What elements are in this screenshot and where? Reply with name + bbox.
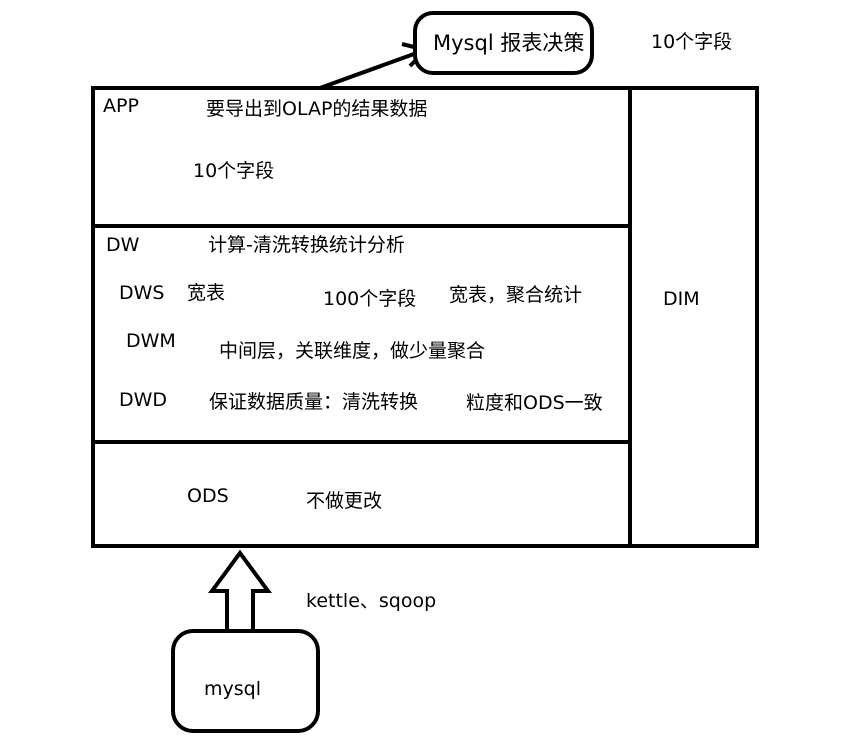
dwm-layer-desc: 中间层，关联维度，做少量聚合 bbox=[219, 340, 486, 362]
source-box bbox=[171, 629, 320, 733]
ods-layer-desc: 不做更改 bbox=[306, 490, 383, 512]
dws-layer-note: 宽表，聚合统计 bbox=[449, 284, 583, 306]
source-tools-label: kettle、sqoop bbox=[306, 590, 437, 612]
dwd-layer-name: DWD bbox=[119, 389, 168, 411]
dws-layer-fields: 100个字段 bbox=[323, 288, 417, 310]
source-to-ods-arrow bbox=[208, 549, 272, 633]
app-to-report-arrow bbox=[319, 48, 426, 90]
dws-layer-name: DWS bbox=[119, 282, 165, 304]
app-layer-fields: 10个字段 bbox=[193, 160, 275, 182]
report-box bbox=[413, 11, 594, 75]
dw-layer-desc: 计算-清洗转换统计分析 bbox=[208, 234, 405, 256]
warehouse-outer-frame bbox=[91, 86, 759, 548]
ods-layer-name: ODS bbox=[187, 485, 229, 507]
dw-layer-name: DW bbox=[106, 234, 140, 256]
dws-layer-desc: 宽表 bbox=[187, 282, 226, 304]
report-box-label: Mysql 报表决策 bbox=[433, 31, 585, 55]
source-box-label: mysql bbox=[204, 678, 261, 700]
dwd-layer-note: 粒度和ODS一致 bbox=[466, 392, 603, 414]
report-fields-label: 10个字段 bbox=[651, 31, 733, 53]
app-layer-desc: 要导出到OLAP的结果数据 bbox=[206, 98, 428, 120]
app-layer-name: APP bbox=[103, 95, 139, 117]
dw-layer-box bbox=[91, 224, 632, 444]
dwd-layer-desc: 保证数据质量：清洗转换 bbox=[209, 391, 419, 413]
dim-layer-name: DIM bbox=[663, 288, 700, 310]
dwm-layer-name: DWM bbox=[126, 330, 176, 352]
